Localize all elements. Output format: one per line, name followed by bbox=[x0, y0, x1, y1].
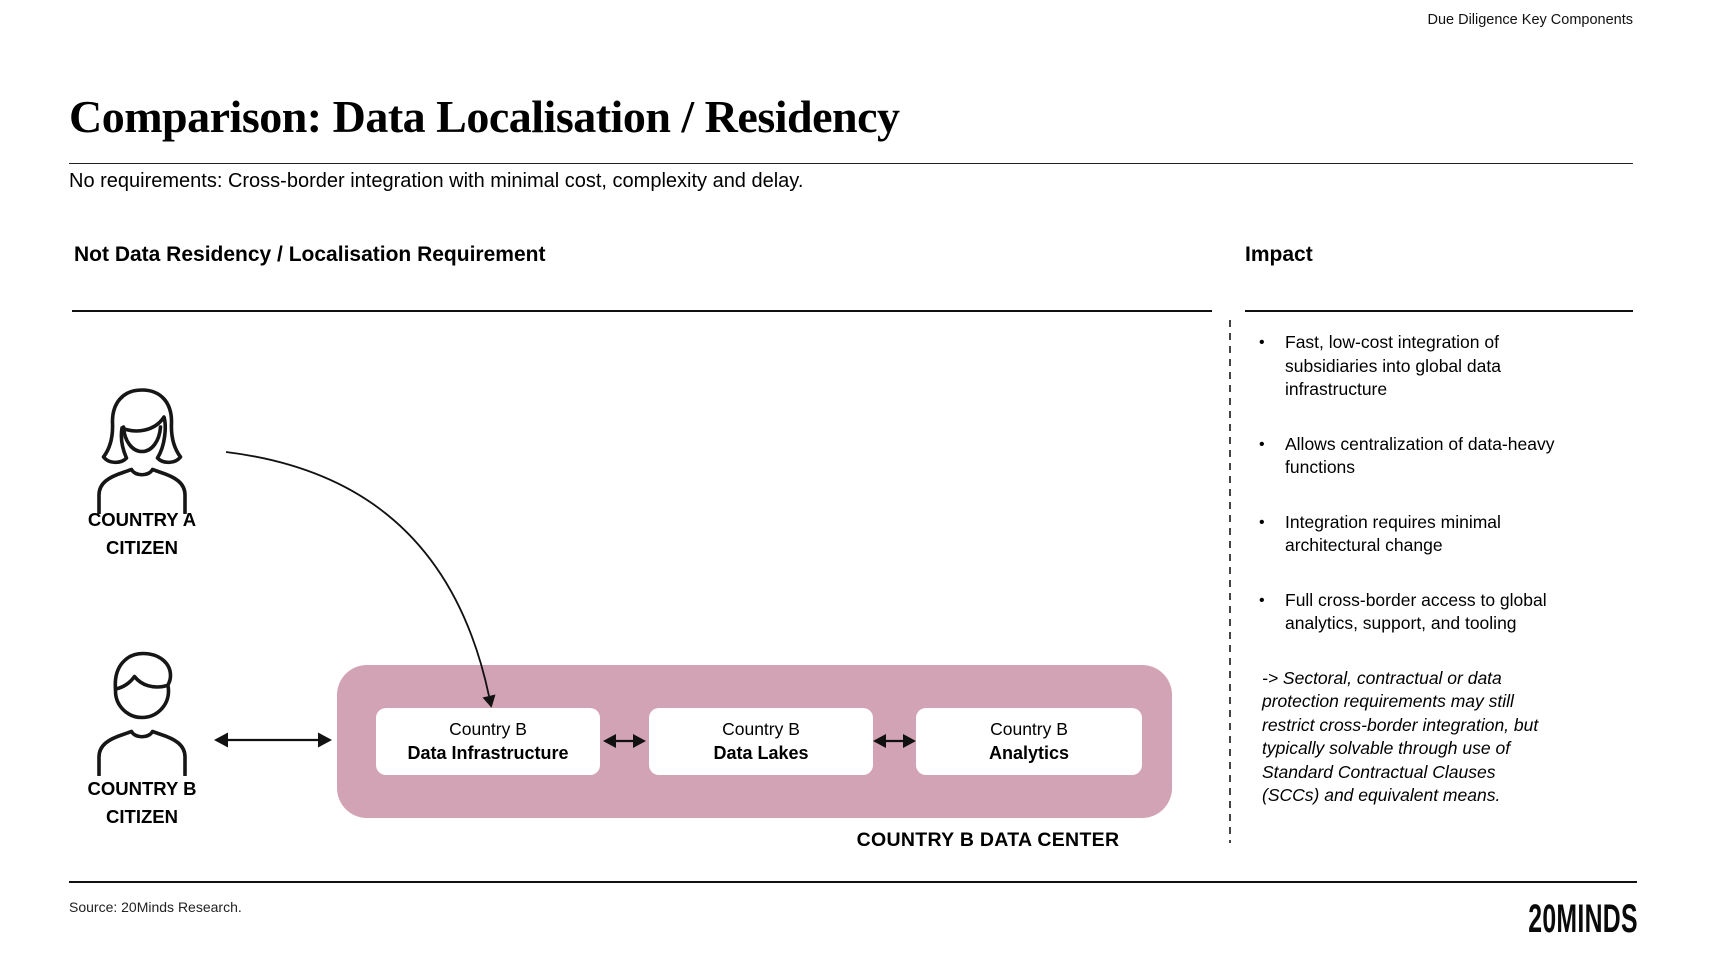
impact-bullet-list: • Fast, low-cost integration of subsidia… bbox=[1247, 331, 1563, 808]
brand-logo: 20MINDS bbox=[1528, 897, 1638, 941]
data-lakes-box: Country B Data Lakes bbox=[649, 708, 873, 775]
footer-rule bbox=[69, 881, 1637, 883]
citizen-a-label: COUNTRY A CITIZEN bbox=[42, 506, 242, 561]
citizen-b-line2: CITIZEN bbox=[106, 805, 178, 827]
impact-bullet: • Allows centralization of data-heavy fu… bbox=[1247, 433, 1563, 480]
impact-bullet: • Fast, low-cost integration of subsidia… bbox=[1247, 331, 1563, 402]
citizen-a-line2: CITIZEN bbox=[106, 536, 178, 558]
analytics-box: Country B Analytics bbox=[916, 708, 1142, 775]
bullet-icon: • bbox=[1259, 435, 1265, 453]
box-title: Analytics bbox=[988, 743, 1070, 763]
bullet-text: Full cross-border access to global analy… bbox=[1285, 589, 1547, 634]
impact-underline bbox=[1245, 310, 1633, 312]
impact-note: -> Sectoral, contractual or data protect… bbox=[1262, 667, 1539, 806]
left-section-heading: Not Data Residency / Localisation Requir… bbox=[74, 243, 546, 266]
box-country-label: Country B bbox=[449, 719, 527, 739]
impact-bullet: • Integration requires minimal architect… bbox=[1247, 511, 1563, 558]
eyebrow-text: Due Diligence Key Components bbox=[1427, 12, 1633, 28]
male-person-icon bbox=[97, 651, 187, 776]
bullet-text: Allows centralization of data-heavy func… bbox=[1285, 433, 1555, 478]
box-country-label: Country B bbox=[990, 719, 1068, 739]
bullet-icon: • bbox=[1259, 591, 1265, 609]
box-title: Data Lakes bbox=[713, 743, 809, 763]
citizen-b-label: COUNTRY B CITIZEN bbox=[42, 775, 242, 830]
female-person-icon bbox=[97, 388, 187, 514]
impact-heading: Impact bbox=[1245, 243, 1313, 266]
impact-bullet: • Full cross-border access to global ana… bbox=[1247, 589, 1563, 636]
title-rule bbox=[69, 163, 1633, 164]
citizen-b-line1: COUNTRY B bbox=[87, 778, 197, 799]
double-arrow-icon bbox=[214, 732, 332, 748]
box-country-label: Country B bbox=[722, 719, 800, 739]
bullet-text: Integration requires minimal architectur… bbox=[1285, 511, 1501, 556]
bullet-icon: • bbox=[1259, 513, 1265, 531]
data-center-label: COUNTRY B DATA CENTER bbox=[856, 829, 1120, 851]
bullet-text: Fast, low-cost integration of subsidiari… bbox=[1285, 332, 1501, 399]
bullet-icon: • bbox=[1259, 334, 1265, 351]
source-text: Source: 20Minds Research. bbox=[69, 899, 242, 915]
dashed-divider bbox=[1229, 320, 1231, 843]
citizen-a-line1: COUNTRY A bbox=[87, 509, 197, 530]
left-section-underline bbox=[72, 310, 1212, 312]
page-subtitle: No requirements: Cross-border integratio… bbox=[69, 170, 804, 192]
data-infrastructure-box: Country B Data Infrastructure bbox=[376, 708, 600, 775]
box-title: Data Infrastructure bbox=[407, 743, 569, 763]
page-title: Comparison: Data Localisation / Residenc… bbox=[69, 91, 900, 142]
